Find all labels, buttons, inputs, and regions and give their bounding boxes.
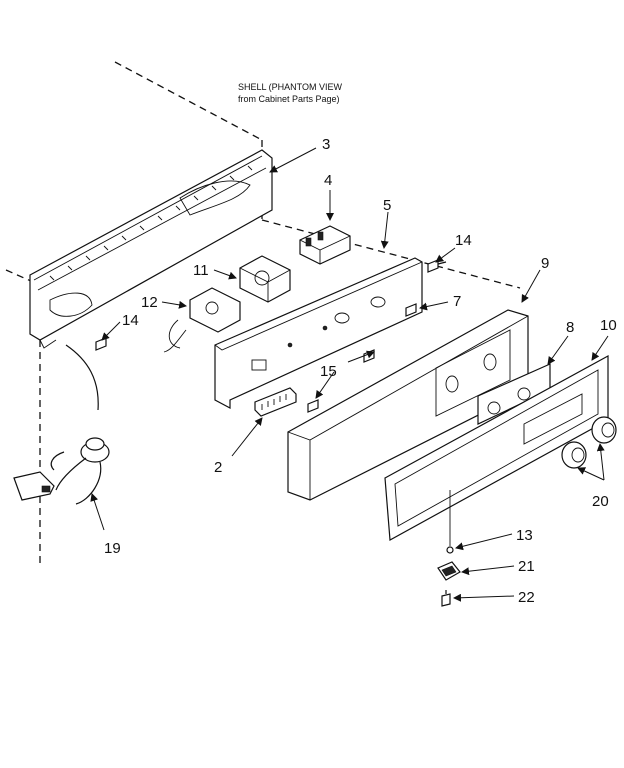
callout-14-left: 14	[122, 312, 139, 329]
callout-8: 8	[566, 319, 574, 336]
callout-10: 10	[600, 317, 617, 334]
callout-11: 11	[193, 262, 209, 279]
screw-part-22	[441, 590, 451, 607]
screw-part-14-top	[427, 259, 447, 273]
callout-7: 7	[453, 293, 461, 310]
callout-12: 12	[141, 294, 158, 311]
switch-part-4	[299, 225, 351, 265]
callout-5: 5	[383, 197, 391, 214]
connector-part-2	[254, 387, 297, 417]
shell-note-line-1: SHELL (PHANTOM VIEW	[238, 82, 343, 92]
mounting-bracket-part-5	[214, 257, 423, 409]
control-part-11	[239, 255, 291, 303]
callout-21: 21	[518, 558, 535, 575]
console-bracket-part-3	[29, 149, 273, 349]
fastener-part-13	[446, 490, 454, 554]
callout-2: 2	[214, 459, 222, 476]
callout-19: 19	[104, 540, 121, 557]
callout-22: 22	[518, 589, 535, 606]
callout-15: 15	[320, 363, 337, 380]
power-cord-part-19	[13, 344, 110, 505]
callout-14-top: 14	[455, 232, 472, 249]
callout-13: 13	[516, 527, 533, 544]
callout-4: 4	[324, 172, 332, 189]
screw-part-7	[405, 303, 417, 317]
shell-note-line-2: from Cabinet Parts Page)	[238, 94, 340, 104]
clip-part-21	[437, 561, 461, 581]
callout-20: 20	[592, 493, 609, 510]
callout-3: 3	[322, 136, 330, 153]
console-front-part-9	[287, 309, 529, 501]
callout-9: 9	[541, 255, 549, 272]
control-part-12	[163, 287, 241, 353]
knob-part-20	[561, 416, 617, 469]
screw-part-14-left	[95, 337, 107, 351]
leader-lines	[90, 147, 609, 602]
